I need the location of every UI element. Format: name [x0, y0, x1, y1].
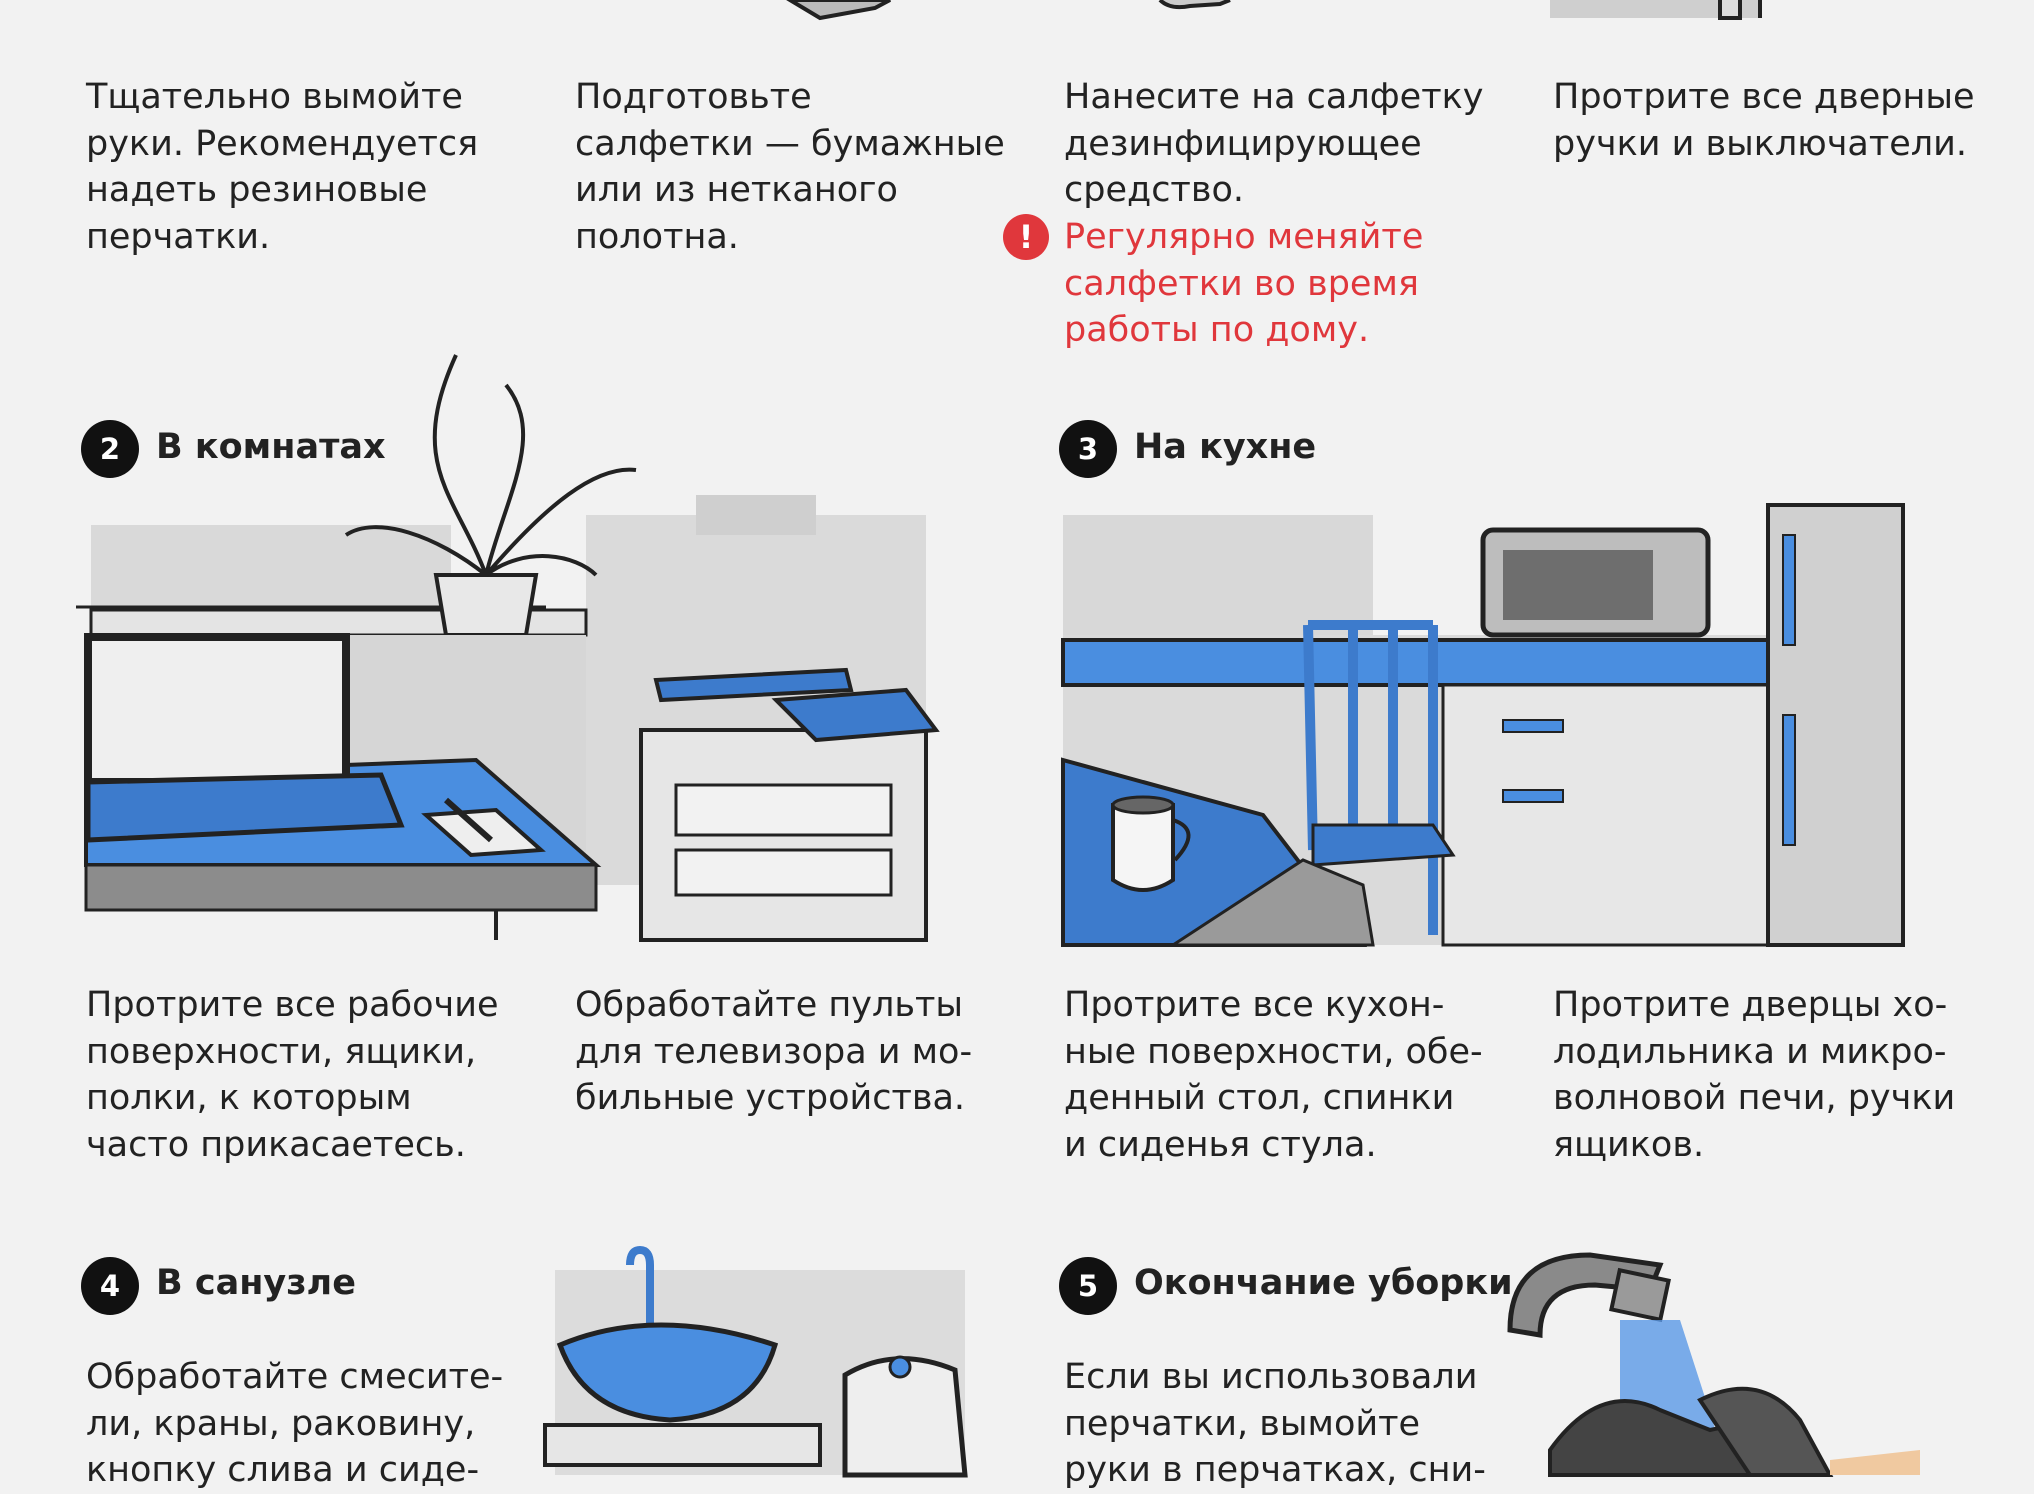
- step1-text-door-handles: Протрите все дверные ручки и выключатели…: [1553, 77, 1975, 164]
- kitchen-illustration: [1061, 503, 1905, 947]
- step1-text-apply-disinfectant: Нанесите на салфетку дезинфицирующее сре…: [1064, 77, 1484, 210]
- top-illustration-spray: [1158, 0, 1231, 10]
- step3-text-fridge-doors: Протрите дверцы хо- лодильника и микро- …: [1553, 985, 1956, 1165]
- step3-title: На кухне: [1134, 427, 1317, 467]
- step4-text-faucets: Обработайте смесите- ли, краны, раковину…: [86, 1357, 504, 1490]
- step3-number-badge: 3: [1059, 420, 1117, 478]
- step2-text-work-surfaces: Протрите все рабочие поверхности, ящики,…: [86, 985, 499, 1165]
- step4-title: В санузле: [156, 1263, 356, 1303]
- step4-number-badge: 4: [81, 1257, 139, 1315]
- step2-text-remotes: Обработайте пульты для телевизора и мо- …: [575, 985, 973, 1118]
- step2-title: В комнатах: [156, 427, 386, 467]
- top-illustration-napkins: [786, 0, 891, 21]
- step1-text-prepare-napkins: Подготовьте салфетки — бумажные или из н…: [575, 77, 1005, 257]
- step5-number-badge: 5: [1059, 1257, 1117, 1315]
- step2-number-badge: 2: [81, 420, 139, 478]
- step5-title: Окончание уборки: [1134, 1263, 1513, 1303]
- step3-text-kitchen-surfaces: Протрите все кухон- ные поверхности, обе…: [1064, 985, 1483, 1165]
- bathroom-illustration: [543, 1245, 968, 1478]
- top-illustration-door-handle: [1550, 0, 1762, 20]
- step1-text-wash-hands: Тщательно вымойте руки. Рекомендуется на…: [86, 77, 479, 257]
- warning-icon: !: [1003, 214, 1049, 260]
- step1-warning-text: Регулярно меняйте салфетки во время рабо…: [1064, 217, 1424, 350]
- room-illustration: [76, 354, 940, 942]
- hand-washing-illustration: [1507, 1252, 1920, 1477]
- step5-text-wash-gloves: Если вы использовали перчатки, вымойте р…: [1064, 1357, 1486, 1490]
